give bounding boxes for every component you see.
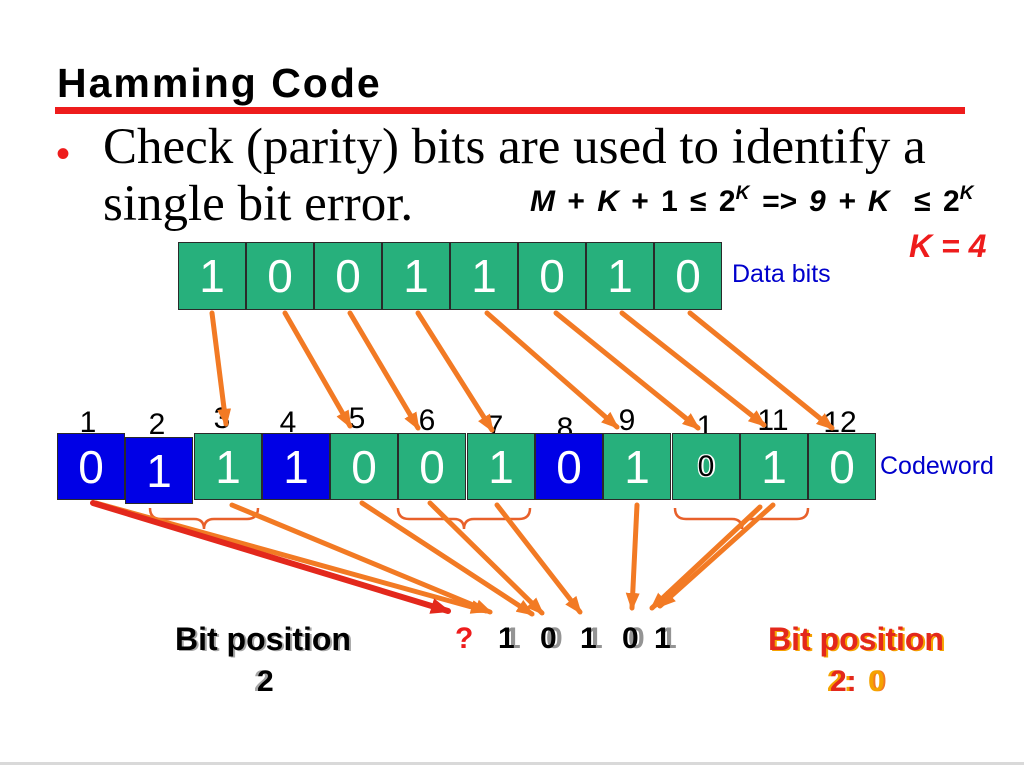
check-arrow (93, 500, 489, 614)
bullet-line: single bit error. (103, 176, 414, 232)
group-braces (148, 507, 810, 530)
codeword-bit-box: 1 (194, 433, 262, 500)
result-unknown-mark: ? (455, 622, 474, 655)
codeword-to-result-arrows (90, 500, 776, 617)
position-label: 2 (148, 408, 166, 441)
codeword-bit-box: 0 (330, 433, 398, 500)
codeword-bit-box: 1 (262, 433, 330, 500)
result-parity-digit: 1 (580, 622, 597, 655)
check-arrow (657, 502, 776, 609)
result-parity-digit: 1 (654, 622, 671, 655)
result-parity-digit: 1 (498, 622, 515, 655)
formula-term: M (530, 185, 555, 218)
position-label: 1 (79, 406, 97, 439)
check-arrow (649, 504, 763, 611)
result-parity-digit: 0 (622, 622, 639, 655)
slide-title: Hamming Code (57, 60, 382, 106)
data-bit-box: 0 (246, 242, 314, 310)
formula-term: + (555, 185, 598, 218)
result-parity-digit: 0 (540, 622, 557, 655)
left-bit-position-label: Bit position (175, 621, 351, 657)
bullet-marker: • (56, 132, 71, 176)
data-bits-label: Data bits (732, 260, 831, 288)
codeword-bit-box: 1 (603, 433, 671, 500)
bullet-text: Check (parity) bits are used to identify… (103, 119, 926, 233)
check-arrow (625, 502, 640, 611)
formula-exponent: K (959, 183, 974, 204)
codeword-bit-box: 0 (57, 433, 125, 500)
data-bit-box: 1 (178, 242, 246, 310)
title-underline-bar (55, 107, 965, 114)
formula-term: + 1 ≤ 2 (618, 185, 736, 218)
check-arrow (494, 502, 583, 615)
data-bit-box: 1 (586, 242, 654, 310)
brace (673, 507, 810, 530)
data-bit-box: 0 (518, 242, 586, 310)
formula-term: => 9 + K (749, 185, 890, 218)
formula-term: K (597, 185, 619, 218)
codeword-bit-box: 1 (125, 437, 193, 504)
position-label: 3 (213, 402, 231, 435)
data-bit-box: 0 (654, 242, 722, 310)
position-label: 11 (757, 404, 789, 437)
codeword-bit-value: 0 (697, 449, 715, 483)
right-bit-position-label: Bit position (768, 621, 944, 657)
right-bit-position-index: 2: (830, 665, 857, 698)
codeword-bit-box: 0 (535, 433, 603, 500)
check-arrow (359, 500, 535, 617)
check-arrow (427, 500, 545, 616)
position-label: 5 (348, 402, 366, 435)
slide-bottom-border (0, 762, 1024, 765)
data-bit-box: 1 (450, 242, 518, 310)
left-bit-position-value: 2 (257, 665, 274, 698)
formula-term: ≤ 2 (889, 185, 960, 218)
bullet-line: Check (parity) bits are used to identify… (103, 119, 926, 175)
check-arrow (229, 502, 493, 615)
codeword-bit-box: 1 (740, 433, 808, 500)
codeword-bit-box: 0 (808, 433, 876, 500)
data-bit-box: 0 (314, 242, 382, 310)
parity-inequality-formula: M + K + 1 ≤ 2K => 9 + K ≤ 2K (530, 184, 973, 218)
right-bit-position-value: 0 (868, 665, 885, 698)
codeword-bit-box: 0 (398, 433, 466, 500)
codeword-label: Codeword (880, 452, 994, 480)
formula-exponent: K (735, 183, 750, 204)
position-label: 6 (418, 404, 436, 437)
data-bit-box: 1 (382, 242, 450, 310)
codeword-bit-box: 1 (467, 433, 535, 500)
error-arrow (90, 500, 451, 614)
position-label: 9 (618, 404, 636, 437)
brace (396, 507, 532, 530)
brace (148, 507, 260, 530)
codeword-bit-box: 0 (672, 433, 740, 500)
k-result: K = 4 (909, 228, 987, 264)
